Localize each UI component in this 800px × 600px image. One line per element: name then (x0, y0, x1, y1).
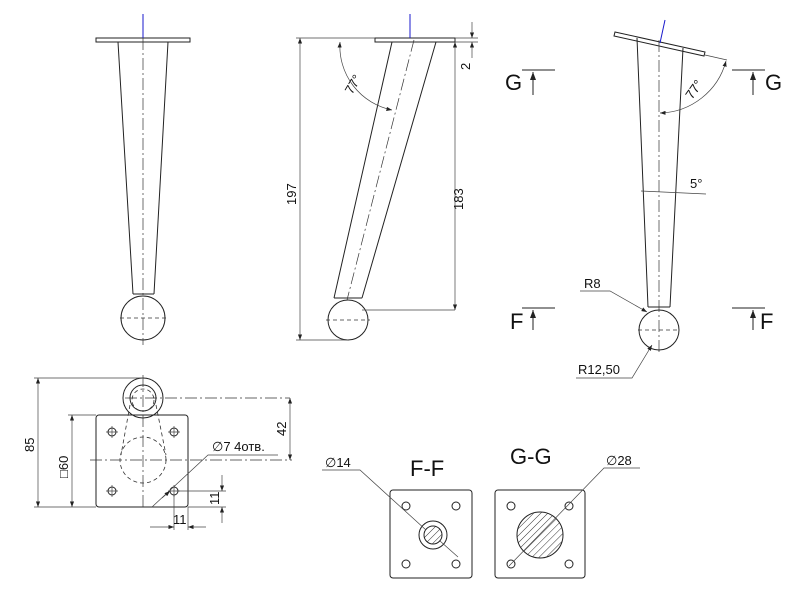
radius-r8: R8 (584, 276, 601, 291)
section-title-g-g: G-G (510, 444, 552, 469)
angle-77-side: 77° (342, 72, 365, 97)
dim-2: 2 (458, 63, 473, 70)
rotated-view: 77° 5° R8 R12,50 (576, 19, 728, 379)
dim-square-60: □60 (56, 456, 71, 478)
dim-197: 197 (284, 183, 299, 205)
top-view: 85 □60 42 ∅7 4отв. 11 11 (22, 375, 293, 530)
angle-5: 5° (690, 176, 702, 191)
section-title-f-f: F-F (410, 456, 444, 481)
section-marks: G G F F (505, 69, 782, 334)
side-view: 197 183 2 77° (284, 14, 478, 341)
dim-183: 183 (451, 188, 466, 210)
hole-note: ∅7 4отв. (212, 439, 265, 454)
section-g-g: G-G ∅28 (494, 444, 640, 579)
diameter-14: ∅14 (325, 455, 351, 470)
section-mark-g-right: G (765, 70, 782, 95)
radius-r12-50: R12,50 (578, 362, 620, 377)
front-view (95, 14, 191, 345)
section-mark-f-left: F (510, 309, 523, 334)
diameter-28: ∅28 (606, 453, 632, 468)
dim-11-horizontal: 11 (173, 512, 187, 527)
dim-42: 42 (274, 422, 289, 436)
section-mark-f-right: F (760, 309, 773, 334)
section-mark-g-left: G (505, 70, 522, 95)
section-f-f: F-F ∅14 (322, 455, 473, 579)
dim-11-vertical: 11 (207, 492, 222, 506)
dim-85: 85 (22, 438, 37, 452)
